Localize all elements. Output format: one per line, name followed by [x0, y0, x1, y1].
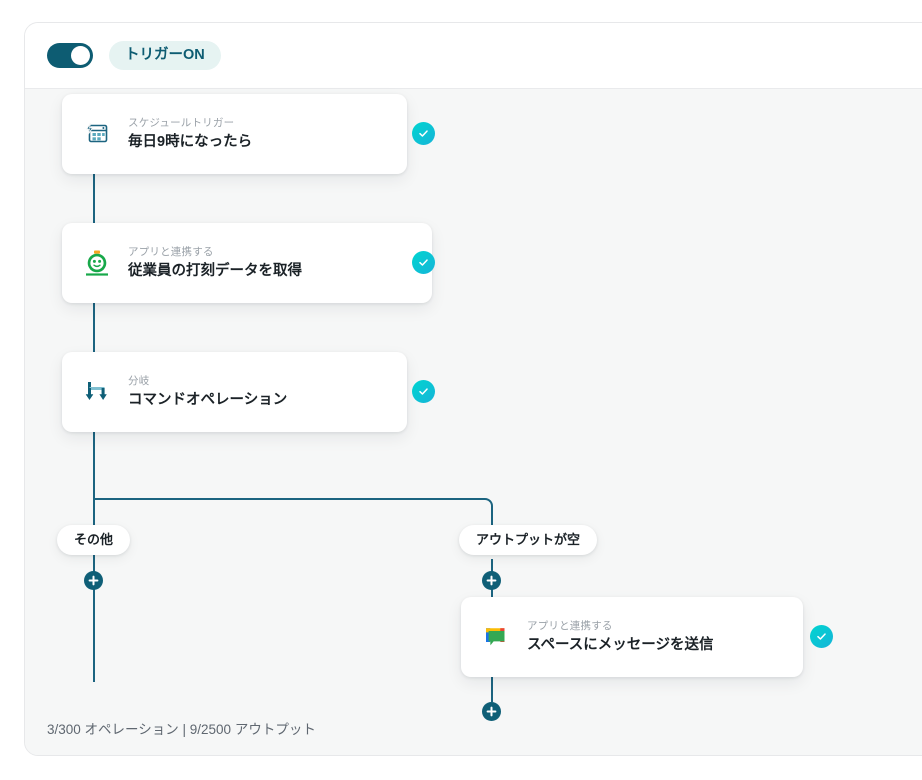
calendar-bolt-icon: [82, 119, 112, 149]
workflow-node-command-operation[interactable]: 分岐 コマンドオペレーション: [62, 352, 407, 432]
connector-branch-left: [93, 498, 95, 682]
plus-icon: [88, 575, 99, 586]
connector-line-2: [93, 303, 95, 358]
connector-branch-right-top: [491, 506, 493, 533]
connector-line-3: [93, 432, 95, 500]
add-step-button-branch-other[interactable]: [84, 571, 103, 590]
connector-split-bar: [93, 498, 485, 500]
usage-footer: 3/300 オペレーション | 9/2500 アウトプット: [47, 722, 316, 737]
node-text: スケジュールトリガー 毎日9時になったら: [128, 116, 252, 151]
node-subtitle: 分岐: [128, 375, 150, 388]
node-text: アプリと連携する スペースにメッセージを送信: [527, 619, 713, 654]
toggle-knob: [71, 46, 90, 65]
trigger-status-badge[interactable]: トリガーON: [109, 40, 221, 71]
node-status-check-icon-1[interactable]: [412, 122, 435, 145]
trigger-toggle[interactable]: [47, 43, 93, 68]
branch-label-other[interactable]: その他: [57, 525, 131, 555]
node-title: コマンドオペレーション: [128, 391, 288, 408]
node-subtitle: アプリと連携する: [527, 620, 613, 633]
workflow-node-google-chat[interactable]: アプリと連携する スペースにメッセージを送信: [461, 597, 803, 677]
branch-label-empty-output[interactable]: アウトプットが空: [459, 525, 598, 555]
check-icon: [419, 388, 428, 395]
node-subtitle: アプリと連携する: [128, 246, 214, 259]
node-status-check-icon-3[interactable]: [412, 380, 435, 403]
google-chat-icon: [481, 622, 511, 652]
node-title: スペースにメッセージを送信: [527, 636, 714, 653]
king-of-time-icon: [82, 248, 112, 278]
node-text: アプリと連携する 従業員の打刻データを取得: [128, 245, 302, 280]
check-icon: [817, 633, 826, 640]
check-icon: [419, 259, 428, 266]
plus-icon: [486, 706, 497, 717]
panel-header: トリガーON: [25, 23, 922, 89]
connector-branch-right-bottom: [491, 666, 493, 702]
workflow-node-schedule-trigger[interactable]: スケジュールトリガー 毎日9時になったら: [62, 94, 407, 174]
add-step-button-branch-empty[interactable]: [482, 571, 501, 590]
branch-arrows-icon: [82, 377, 112, 407]
plus-icon: [486, 575, 497, 586]
connector-split-corner: [481, 498, 493, 510]
node-title: 毎日9時になったら: [128, 133, 253, 150]
node-subtitle: スケジュールトリガー: [128, 117, 235, 130]
add-step-button-after-chat[interactable]: [482, 702, 501, 721]
check-icon: [419, 130, 428, 137]
node-status-check-icon-2[interactable]: [412, 251, 435, 274]
workflow-canvas: スケジュールトリガー 毎日9時になったら: [25, 89, 922, 755]
node-title: 従業員の打刻データを取得: [128, 262, 302, 279]
workflow-node-king-of-time[interactable]: アプリと連携する 従業員の打刻データを取得: [62, 223, 432, 303]
node-status-check-icon-4[interactable]: [810, 625, 833, 648]
node-text: 分岐 コマンドオペレーション: [128, 374, 287, 409]
connector-line-1: [93, 174, 95, 229]
workflow-panel: トリガーON: [24, 22, 922, 756]
